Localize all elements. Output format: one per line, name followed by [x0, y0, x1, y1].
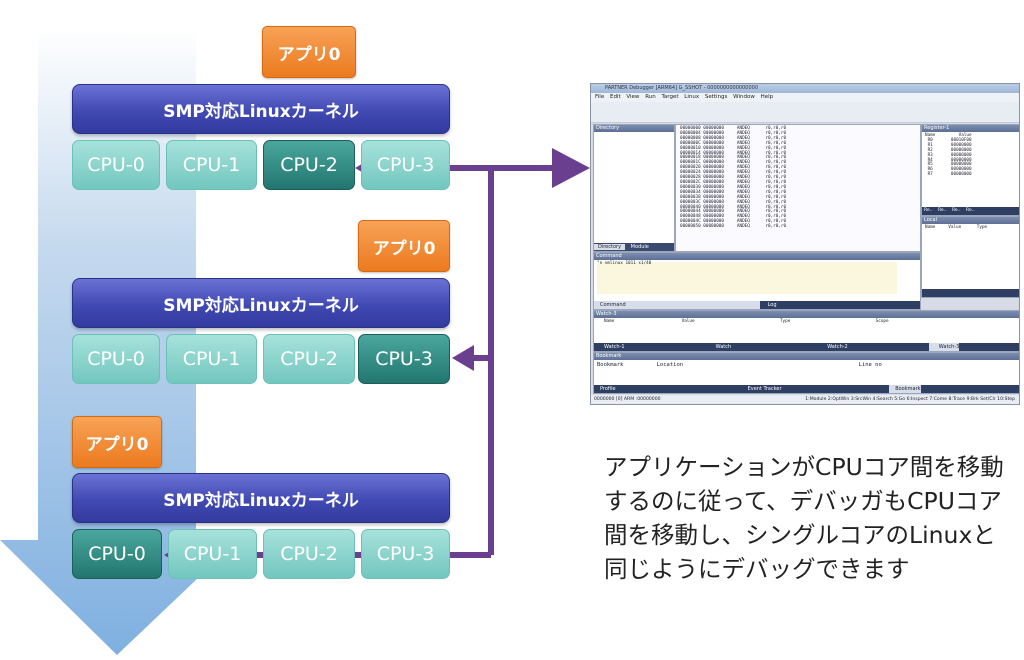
- register-tabs: Re.. Re.. Re.. Re..: [922, 207, 1019, 215]
- bookmark-pane: Bookmark Bookmark Location Line no Profi…: [593, 352, 1019, 394]
- cpu-box: CPU-1: [168, 529, 257, 579]
- kernel-bar-stage1: SMP対応Linuxカーネル: [72, 84, 450, 134]
- menu-item[interactable]: View: [626, 94, 640, 100]
- cpu-box: CPU-2: [263, 334, 355, 384]
- directory-tabs: Directory Module: [594, 243, 674, 251]
- bookmark-header: Bookmark Location Line no: [597, 362, 882, 368]
- app-box-stage3: アプリ0: [72, 416, 162, 468]
- watch-pane: Watch-3 Name Value Type Scope Watch-1 Wa…: [593, 310, 1019, 352]
- status-bar: 0000000 [0] ARM :00000000 1:Module 2:Opt…: [591, 395, 1019, 404]
- app-box-stage1: アプリ0: [262, 26, 356, 78]
- cpu-box: CPU-3: [361, 529, 450, 579]
- menu-item[interactable]: Window: [733, 94, 755, 100]
- pane-title: Bookmark: [594, 353, 1019, 360]
- local-pane: Local Name Value Type: [921, 216, 1019, 298]
- tab-bookmark[interactable]: Bookmark: [889, 385, 921, 393]
- command-pane: Command "n vmlinux 1011 x1/48 Command Lo…: [593, 252, 921, 310]
- pane-title: Watch-3: [594, 311, 1019, 318]
- tab-module[interactable]: Module: [630, 244, 649, 250]
- toolbar-row: [591, 112, 1019, 123]
- app-box-stage2: アプリ0: [358, 220, 450, 272]
- tab-event-tracker[interactable]: Event Tracker: [747, 386, 782, 392]
- register-tab[interactable]: Re..: [938, 208, 947, 213]
- register-tab[interactable]: Re..: [924, 208, 933, 213]
- description-line: するのに従って、デバッガもCPUコア: [604, 487, 1002, 515]
- command-output[interactable]: "n vmlinux 1011 x1/48: [597, 261, 897, 294]
- menu-item[interactable]: Target: [661, 94, 679, 100]
- cpu-box: CPU-2: [263, 529, 355, 579]
- cpu-box: CPU-1: [166, 140, 257, 190]
- menu-item[interactable]: File: [595, 94, 605, 100]
- kernel-bar-stage3: SMP対応Linuxカーネル: [72, 473, 450, 523]
- tab-watch[interactable]: Watch-2: [827, 344, 848, 350]
- local-toolbar: [922, 289, 1019, 297]
- cpu-box-active: CPU-3: [358, 334, 450, 384]
- description-line: 間を移動し、シングルコアのLinuxと: [604, 521, 996, 549]
- menu-item[interactable]: Edit: [609, 94, 621, 100]
- menu-item[interactable]: Run: [645, 94, 656, 100]
- cpu-box-active: CPU-2: [263, 140, 355, 190]
- watch-tabs: Watch-1 Watch Watch-2 Watch-3: [594, 343, 1019, 351]
- cpu-box-active: CPU-0: [72, 529, 162, 579]
- tab-command[interactable]: Command: [594, 301, 760, 309]
- register-tab[interactable]: Re..: [966, 208, 975, 213]
- description-line: 同じようにデバッグできます: [604, 555, 910, 583]
- disassembly-pane: 00000000 00000000 ANDEQ r0,r0,r0 0000000…: [675, 124, 921, 252]
- kernel-bar-stage2: SMP対応Linuxカーネル: [72, 278, 450, 328]
- tab-log[interactable]: Log: [767, 302, 777, 308]
- tab-profile[interactable]: Profile: [600, 386, 616, 392]
- cpu-box: CPU-0: [72, 334, 160, 384]
- description-line: アプリケーションがCPUコア間を移動: [604, 453, 1004, 481]
- register-pane: Register-1 Name Value R0 00010F00 R1 000…: [921, 124, 1019, 216]
- menu-item[interactable]: Linux: [684, 94, 700, 100]
- pane-title: Local: [922, 217, 1019, 224]
- directory-pane: Directory Directory Module: [593, 124, 675, 252]
- description-text: アプリケーションがCPUコア間を移動 するのに従って、デバッガもCPUコア 間を…: [604, 450, 1014, 586]
- disassembly-code: 00000000 00000000 ANDEQ r0,r0,r0 0000000…: [680, 126, 787, 230]
- tab-watch[interactable]: Watch-1: [604, 344, 625, 350]
- register-tab[interactable]: Re..: [952, 208, 961, 213]
- cpu-box: CPU-3: [361, 140, 450, 190]
- local-header: Name Value Type: [925, 225, 988, 230]
- pane-title: Command: [594, 253, 920, 260]
- menu-item[interactable]: Settings: [704, 94, 728, 100]
- pane-title: Register-1: [922, 125, 1019, 132]
- command-tabs: Command Log: [594, 301, 920, 309]
- tab-directory[interactable]: Directory: [594, 244, 626, 250]
- cpu-box: CPU-0: [72, 140, 160, 190]
- register-table: Name Value R0 00010F00 R1 00000000 R2 00…: [925, 133, 972, 178]
- cpu-box: CPU-1: [166, 334, 257, 384]
- tab-watch[interactable]: Watch: [715, 344, 732, 350]
- menu-item[interactable]: Help: [760, 94, 774, 100]
- bottom-tabs: Profile Event Tracker Bookmark: [594, 385, 1019, 393]
- pane-title: Directory: [594, 125, 674, 132]
- tab-watch[interactable]: Watch-3: [928, 343, 960, 351]
- debugger-menubar: File Edit View Run Target Linux Settings…: [591, 93, 1019, 102]
- debugger-screenshot: PARTNER Debugger [ARM64] G_SSHOT - 00000…: [590, 83, 1020, 405]
- watch-header: Name Value Type Scope: [604, 319, 889, 324]
- debugger-titlebar: PARTNER Debugger [ARM64] G_SSHOT - 00000…: [591, 84, 1019, 93]
